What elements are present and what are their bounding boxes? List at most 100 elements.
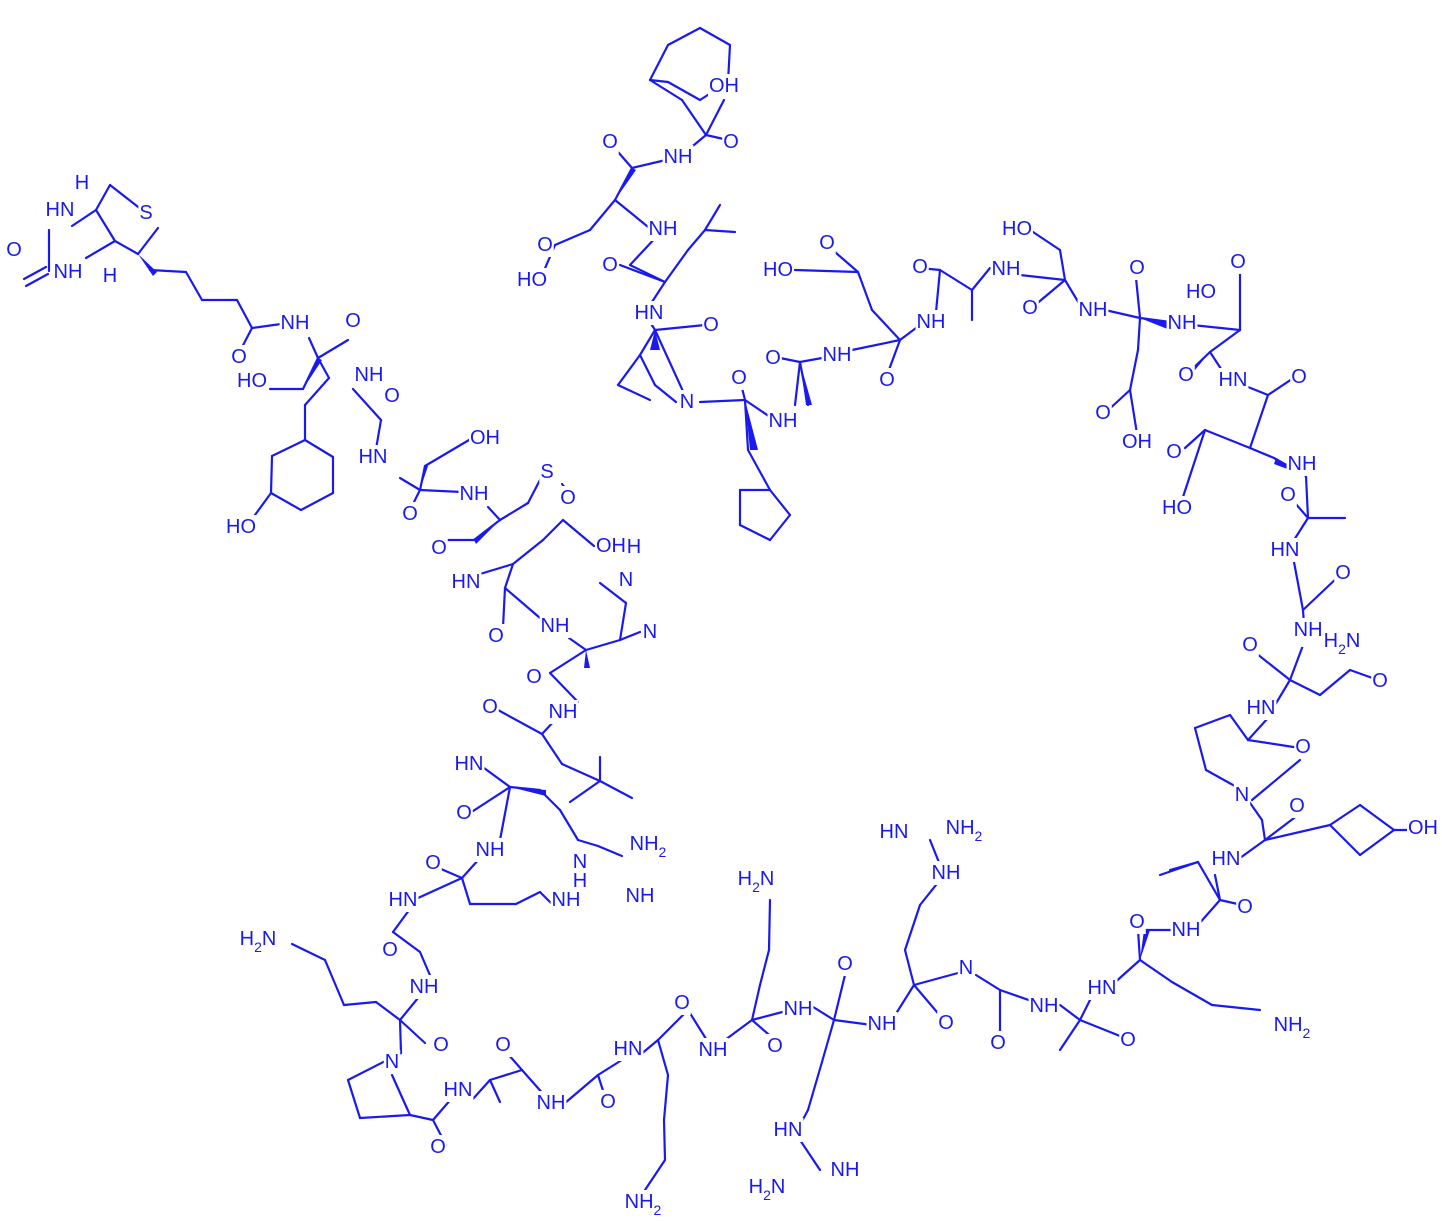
- stereo-wedge-0: [138, 254, 157, 276]
- atom-text-50: HN: [614, 1038, 643, 1060]
- bond-124: [832, 1018, 874, 1027]
- bond-185: [1180, 428, 1207, 502]
- atom-label: HO: [1001, 217, 1033, 241]
- atom-label: N: [641, 620, 659, 644]
- bond-234: [638, 328, 657, 357]
- atom-label: O: [381, 938, 399, 962]
- atom-text-45: O: [430, 1136, 446, 1158]
- atom-label: H: [625, 535, 643, 559]
- atom-text-47: O: [495, 1034, 511, 1056]
- atom-text-72: NH: [1172, 919, 1201, 941]
- atom-text-58: HN: [774, 1119, 803, 1141]
- bond-161: [1250, 758, 1302, 802]
- atom-label: O: [1290, 365, 1308, 389]
- bond-43: [478, 562, 515, 576]
- atom-text-84: O: [1372, 670, 1388, 692]
- bond-202: [1032, 278, 1067, 308]
- atom-text-19: O: [431, 537, 447, 559]
- atom-text-15: S: [540, 461, 553, 483]
- atom-label: O: [430, 536, 448, 560]
- atom-label: S: [539, 460, 555, 484]
- bond-47: [503, 562, 515, 590]
- atom-label: O: [429, 1135, 447, 1159]
- bond-83: [398, 996, 420, 1022]
- atom-label: HO: [1161, 496, 1193, 520]
- bond-45: [541, 518, 565, 542]
- atom-label: HN: [1086, 976, 1118, 1000]
- atom-label: O: [5, 238, 23, 262]
- bond-60: [560, 762, 602, 783]
- bond-63: [568, 779, 602, 804]
- atom-label: N: [383, 1050, 401, 1074]
- bond-135: [1058, 1003, 1082, 1022]
- atom-text-43: O: [433, 1034, 449, 1056]
- atom-text-114: O: [703, 314, 719, 336]
- atom-label: O: [1177, 363, 1195, 387]
- atom-text-103: NH: [992, 258, 1021, 280]
- bond-216: [793, 268, 860, 274]
- bond-71: [498, 785, 512, 842]
- atom-label: O: [401, 502, 419, 526]
- atom-text-93: O: [1178, 364, 1194, 386]
- bond-242: [663, 248, 690, 284]
- bond-245: [703, 203, 722, 232]
- bond-149: [1158, 860, 1200, 877]
- bond-171: [1318, 668, 1352, 697]
- atom-label: HN: [772, 1118, 804, 1142]
- wedges-layer: [138, 168, 1306, 960]
- atom-label: O: [536, 233, 554, 257]
- bond-38: [498, 501, 530, 522]
- atom-text-64: NH: [932, 862, 961, 884]
- atom-text-39: NH: [626, 885, 655, 907]
- atom-label: N: [678, 390, 696, 414]
- atom-label: HN: [453, 752, 485, 776]
- bond-260: [648, 43, 670, 82]
- atom-text-76: OH: [1408, 817, 1438, 839]
- atom-text-2: S: [139, 202, 152, 224]
- atom-text-70: O: [1120, 1029, 1136, 1051]
- atom-text-109: NH: [823, 344, 852, 366]
- atom-label: N: [571, 850, 589, 874]
- bond-39: [526, 476, 543, 505]
- bond-177: [1292, 516, 1310, 542]
- atom-label: NH: [547, 700, 579, 724]
- atom-text-37: HN: [389, 889, 418, 911]
- atom-label: NH: [1077, 298, 1109, 322]
- atom-label: O: [1165, 440, 1183, 464]
- stereo-wedge-9: [1140, 318, 1170, 330]
- bond-201: [1063, 278, 1082, 307]
- atom-text-34: N: [573, 851, 587, 873]
- bond-51: [584, 638, 622, 652]
- bond-236: [616, 353, 642, 387]
- bond-93: [390, 1073, 412, 1117]
- atom-text-51: O: [674, 992, 690, 1014]
- atom-text-56: NH: [784, 998, 813, 1020]
- atom-label: O: [424, 851, 442, 875]
- atom-label: O: [1128, 256, 1146, 280]
- bond-233: [638, 353, 657, 387]
- bond-138: [1058, 1018, 1082, 1052]
- atom-label: N: [957, 956, 975, 980]
- atom-text-94: OH: [1122, 431, 1152, 453]
- bond-37: [486, 505, 502, 522]
- atom-label: NH: [52, 260, 84, 284]
- atom-label: O: [601, 253, 619, 277]
- bond-205: [1018, 273, 1067, 282]
- bond-238: [653, 323, 707, 332]
- bond-166: [1246, 738, 1302, 750]
- atom-label: NH: [829, 1158, 861, 1182]
- atom-text-105: NH: [917, 311, 946, 333]
- bond-155: [1358, 803, 1396, 832]
- atom-label: O: [878, 368, 896, 392]
- atom-label: O: [1288, 794, 1306, 818]
- atom-text-80: HN: [1247, 697, 1276, 719]
- bond-154: [1328, 803, 1362, 827]
- bond-176: [1292, 560, 1305, 612]
- bond-175: [1301, 573, 1342, 612]
- atom-label: O: [559, 486, 577, 510]
- bond-116: [767, 898, 772, 952]
- atom-text-10: HO: [237, 370, 267, 392]
- bond-10: [148, 268, 188, 274]
- bond-54: [618, 630, 642, 642]
